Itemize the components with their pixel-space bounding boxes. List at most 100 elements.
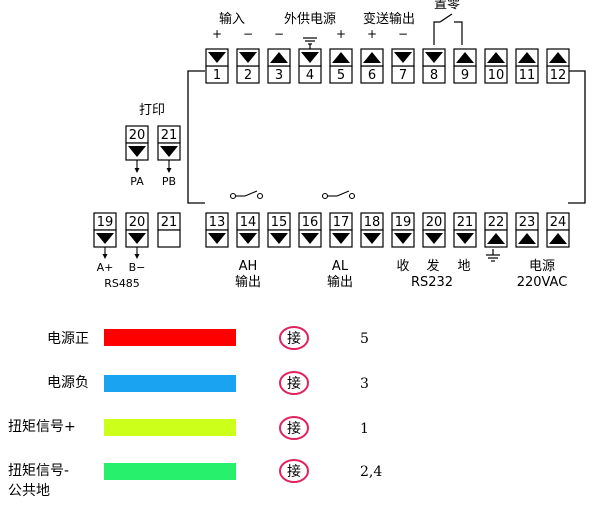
terminal-12: 12: [546, 48, 570, 84]
terminal-number: 21: [161, 128, 178, 143]
lead-arrow-icon: [166, 168, 172, 173]
terminal-10: 10: [484, 48, 508, 84]
terminal-number: 12: [550, 68, 567, 83]
lead-arrow-icon: [134, 254, 140, 259]
arrow-up-icon: [363, 52, 381, 63]
terminal-2: 2: [236, 48, 260, 84]
al-label: AL: [332, 259, 349, 274]
terminal-4: 4: [298, 48, 322, 84]
input-label: 输入: [219, 11, 245, 27]
rs485-terminal-19: 19: [93, 212, 117, 248]
wiring-label: 扭矩信号-: [8, 463, 69, 479]
connect-label: 接: [287, 420, 301, 437]
sign-t6: +: [367, 27, 377, 41]
rs485-terminal-20: 20: [125, 212, 149, 248]
wiring-value: 1: [360, 421, 369, 437]
arrow-down-icon: [208, 233, 226, 244]
lead-arrow-icon: [134, 168, 140, 173]
arrow-down-icon: [239, 52, 257, 63]
terminal-5: 5: [329, 48, 353, 84]
terminal-number: 22: [488, 215, 505, 230]
ah-label: AH: [239, 259, 258, 274]
wire-color-swatch: [104, 329, 236, 346]
wire-color-swatch: [104, 419, 236, 436]
terminal-number: 21: [457, 215, 474, 230]
ah-relay-contact-icon: [229, 190, 264, 200]
voltage-label: 220VAC: [517, 275, 568, 290]
terminal-number: 24: [550, 215, 567, 230]
terminal-3: 3: [267, 48, 291, 84]
arrow-down-icon: [456, 233, 474, 244]
transmit-output-label: 变送输出: [363, 11, 415, 27]
arrow-down-icon: [160, 146, 178, 157]
terminal-16: 16: [298, 212, 322, 248]
arrow-up-icon: [487, 233, 505, 244]
print-terminal-20: 20: [125, 125, 149, 161]
terminal-number: 7: [399, 68, 407, 83]
terminal-number: 20: [426, 215, 443, 230]
zero-label: 置零: [434, 0, 460, 12]
terminal-1: 1: [205, 48, 229, 84]
housing-outline: [187, 70, 586, 204]
terminal-number: 19: [97, 215, 114, 230]
terminal-number: 4: [306, 68, 314, 83]
arrow-down-icon: [394, 233, 412, 244]
tx-label: 发: [426, 258, 439, 274]
arrow-down-icon: [96, 233, 114, 244]
terminal-19: 19: [391, 212, 415, 248]
terminal-6: 6: [360, 48, 384, 84]
rs485-b-label: B−: [129, 261, 146, 274]
terminal-21: 21: [453, 212, 477, 248]
terminal-number: 20: [129, 215, 146, 230]
arrow-up-icon: [549, 233, 567, 244]
al-relay-contact-icon: [321, 190, 356, 200]
terminal-number: 18: [364, 215, 381, 230]
arrow-down-icon: [394, 52, 412, 63]
arrow-down-icon: [363, 233, 381, 244]
sign-t5: +: [336, 27, 346, 41]
terminal-23: 23: [515, 212, 539, 248]
terminal-number: 19: [395, 215, 412, 230]
arrow-up-icon: [456, 52, 474, 63]
terminal-number: 3: [275, 68, 283, 83]
terminal-number: 16: [302, 215, 319, 230]
terminal-15: 15: [267, 212, 291, 248]
terminal-20: 20: [422, 212, 446, 248]
wiring-row-power-neg: 电源负 接 3: [47, 371, 369, 395]
ground-icon-bottom: [486, 249, 500, 262]
terminal-17: 17: [329, 212, 353, 248]
ah-output-label: 输出: [235, 274, 261, 290]
print-pa-label: PA: [130, 175, 144, 188]
arrow-down-icon: [208, 52, 226, 63]
wiring-value: 2,4: [360, 464, 382, 480]
print-title: 打印: [139, 103, 165, 118]
arrow-up-icon: [518, 233, 536, 244]
print-pb-label: PB: [162, 175, 176, 188]
arrow-down-icon: [425, 233, 443, 244]
terminal-number: 17: [333, 215, 350, 230]
terminal-13: 13: [205, 212, 229, 248]
terminal-8: 8: [422, 48, 446, 84]
connect-circle-icon: [279, 459, 309, 483]
wiring-label: 电源负: [47, 375, 89, 391]
connect-circle-icon: [279, 371, 309, 395]
sign-t1: +: [212, 27, 222, 41]
wire-color-swatch: [104, 375, 236, 392]
wiring-row-torque-neg: 扭矩信号- 公共地 接 2,4: [8, 459, 382, 499]
rs485-terminal-21: 21: [157, 212, 181, 248]
terminal-number: 9: [461, 68, 469, 83]
arrow-up-icon: [487, 52, 505, 63]
arrow-down-icon: [270, 233, 288, 244]
terminal-number: 1: [213, 68, 221, 83]
connect-circle-icon: [279, 326, 309, 350]
terminal-11: 11: [515, 48, 539, 84]
arrow-down-icon: [301, 233, 319, 244]
arrow-up-icon: [270, 52, 288, 63]
arrow-up-icon: [518, 52, 536, 63]
ground-icon-top: [303, 37, 317, 50]
arrow-up-icon: [549, 52, 567, 63]
wiring-label: 电源正: [47, 331, 89, 347]
